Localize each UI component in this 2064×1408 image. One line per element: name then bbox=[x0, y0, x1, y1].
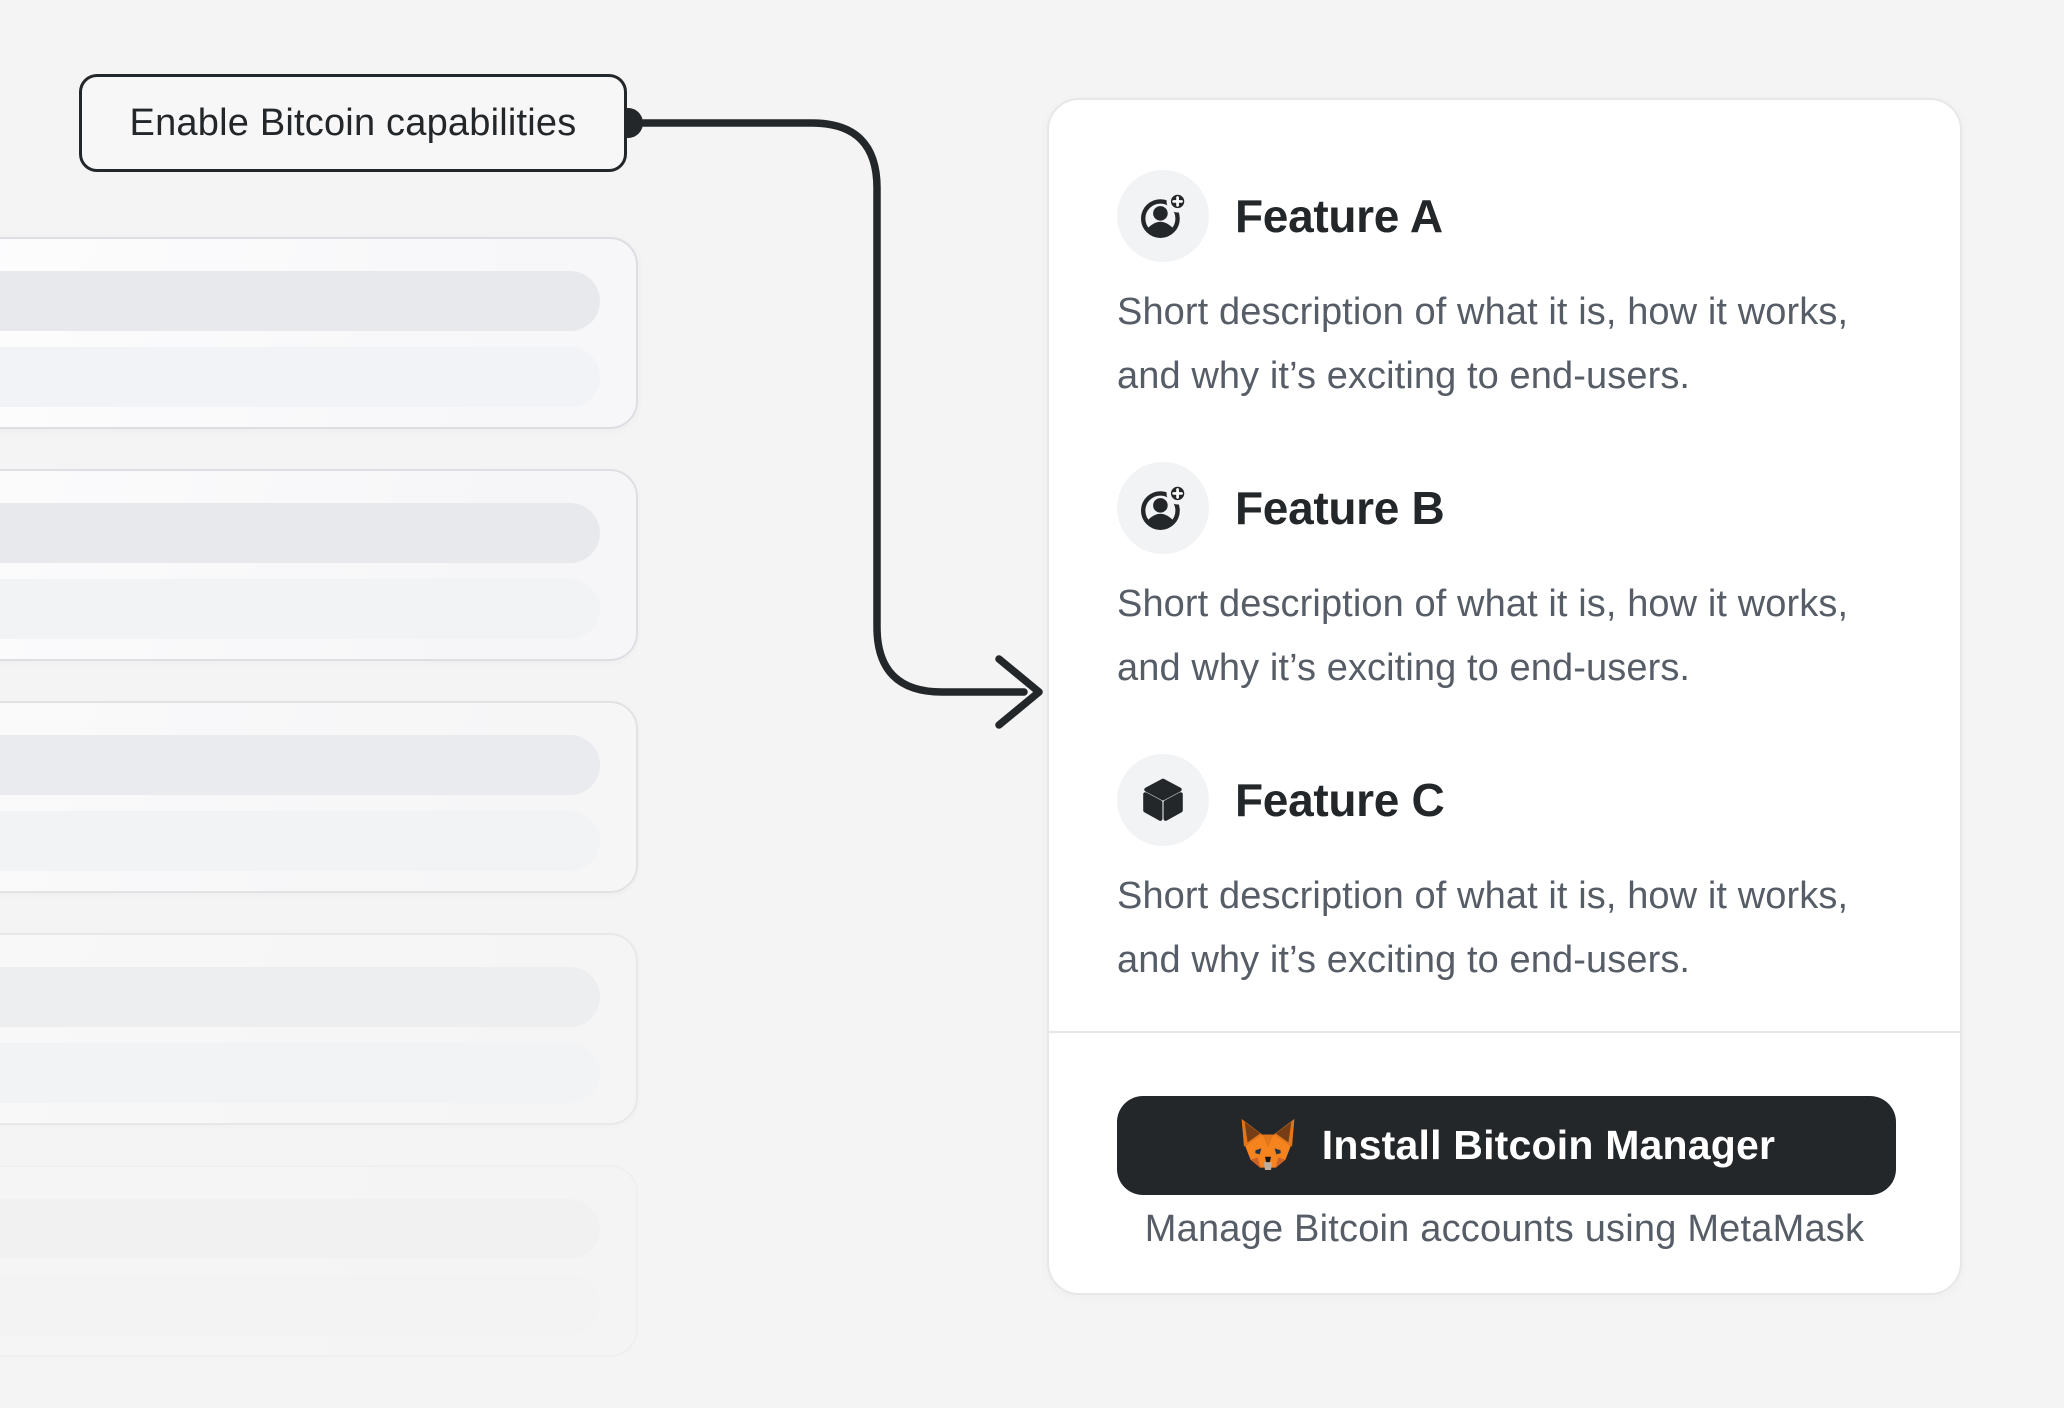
skeleton-card bbox=[0, 1165, 638, 1357]
skeleton-line bbox=[0, 347, 600, 407]
feature-description: Short description of what it is, how it … bbox=[1117, 875, 1849, 981]
skeleton-card-stack bbox=[0, 237, 638, 1397]
account-plus-icon bbox=[1117, 462, 1209, 554]
skeleton-line bbox=[0, 1199, 600, 1259]
feature-panel-card: Feature A Short description of what it i… bbox=[1047, 98, 1962, 1295]
feature-description: Short description of what it is, how it … bbox=[1117, 291, 1849, 397]
skeleton-line bbox=[0, 579, 600, 639]
arrowhead-icon bbox=[995, 655, 1043, 729]
skeleton-line bbox=[0, 811, 600, 871]
skeleton-card bbox=[0, 469, 638, 661]
cube-icon bbox=[1117, 754, 1209, 846]
panel-divider bbox=[1049, 1031, 1960, 1033]
skeleton-line bbox=[0, 735, 600, 795]
feature-title: Feature A bbox=[1235, 190, 1443, 242]
install-bitcoin-manager-button[interactable]: Install Bitcoin Manager bbox=[1117, 1096, 1896, 1195]
skeleton-card bbox=[0, 933, 638, 1125]
install-caption: Manage Bitcoin accounts using MetaMask bbox=[1144, 1208, 1865, 1250]
metamask-fox-icon bbox=[1238, 1118, 1298, 1174]
feature-description: Short description of what it is, how it … bbox=[1117, 583, 1849, 689]
install-button-label: Install Bitcoin Manager bbox=[1321, 1122, 1776, 1168]
skeleton-line bbox=[0, 503, 600, 563]
account-plus-icon bbox=[1117, 170, 1209, 262]
skeleton-line bbox=[0, 967, 600, 1027]
callout-label-box: Enable Bitcoin capabilities bbox=[79, 74, 627, 172]
feature-title: Feature C bbox=[1235, 774, 1445, 826]
skeleton-line bbox=[0, 1043, 600, 1103]
skeleton-card bbox=[0, 237, 638, 429]
feature-title: Feature B bbox=[1235, 482, 1445, 534]
skeleton-line bbox=[0, 271, 600, 331]
callout-label-text: Enable Bitcoin capabilities bbox=[129, 101, 577, 144]
skeleton-line bbox=[0, 1275, 600, 1335]
skeleton-card bbox=[0, 701, 638, 893]
connector-line bbox=[639, 119, 1028, 696]
